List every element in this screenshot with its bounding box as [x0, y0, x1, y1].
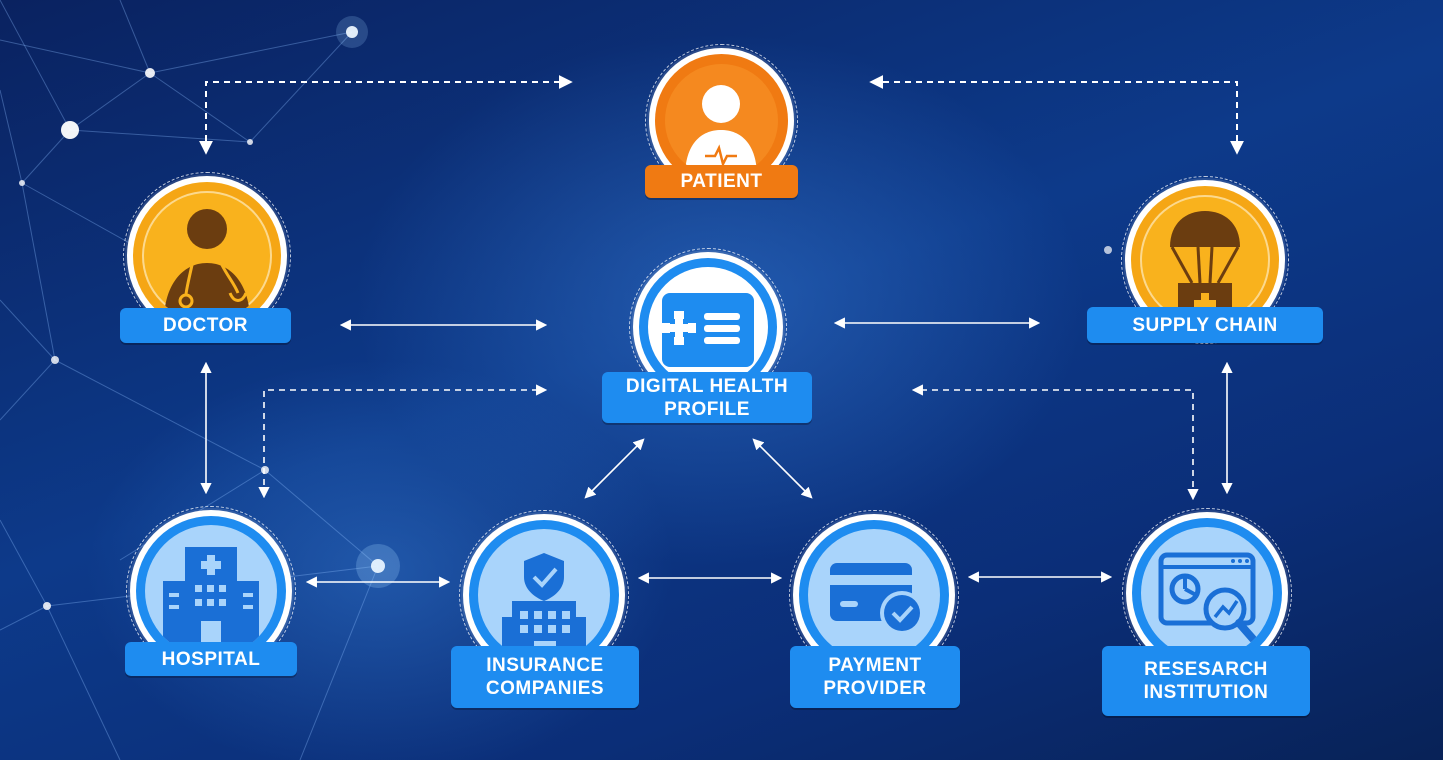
connector-hospital-profile: [258, 384, 548, 499]
profile-disc: [648, 267, 768, 387]
patient-disc: [665, 64, 778, 177]
node-digital-health-profile: DIGITAL HEALTH PROFILE: [600, 248, 814, 426]
insurance-label: INSURANCE COMPANIES: [451, 646, 639, 708]
connector-patient-supply-chain: [869, 75, 1244, 155]
node-insurance-companies: INSURANCE COMPANIES: [451, 510, 641, 710]
doctor-stethoscope-icon: [164, 209, 250, 321]
supply-chain-label: SUPPLY CHAIN: [1087, 307, 1323, 343]
connector-doctor-patient: [199, 75, 573, 155]
supply-chain-ring-dash: [1121, 176, 1289, 344]
connector-research-profile: [911, 384, 1199, 501]
node-supply-chain: SUPPLY CHAIN: [1087, 172, 1325, 346]
hospital-label: HOSPITAL: [125, 642, 297, 676]
insurance-shield-building-icon: [502, 553, 586, 661]
hospital-disc: [145, 525, 277, 657]
node-patient: PATIENT: [645, 44, 800, 199]
connector-profile-payment: [752, 438, 813, 499]
supply-chain-disc: [1140, 195, 1270, 325]
health-record-card-icon: [662, 293, 754, 367]
analytics-magnifier-icon: [1158, 552, 1257, 643]
hospital-building-icon: [163, 547, 259, 657]
node-hospital: HOSPITAL: [124, 506, 299, 678]
profile-label: DIGITAL HEALTH PROFILE: [602, 372, 812, 423]
credit-card-check-icon: [830, 563, 924, 635]
node-doctor: DOCTOR: [120, 170, 295, 346]
insurance-disc: [478, 529, 610, 661]
research-label: RESESARCH INSTITUTION: [1102, 646, 1310, 716]
node-payment-provider: PAYMENT PROVIDER: [788, 510, 963, 710]
payment-disc: [808, 529, 940, 661]
patient-label: PATIENT: [645, 165, 798, 198]
node-research-institution: RESESARCH INSTITUTION: [1102, 506, 1312, 718]
research-disc: [1141, 527, 1273, 659]
doctor-disc: [142, 191, 272, 321]
payment-label: PAYMENT PROVIDER: [790, 646, 960, 708]
patient-icon: [685, 85, 757, 177]
parachute-supply-icon: [1170, 211, 1240, 325]
connector-profile-insurance: [584, 438, 645, 499]
doctor-label: DOCTOR: [120, 308, 291, 343]
